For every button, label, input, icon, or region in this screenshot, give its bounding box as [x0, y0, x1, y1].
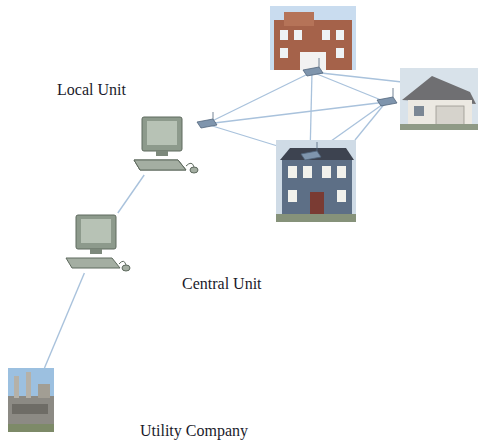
office-building — [270, 6, 356, 70]
unit-label: Central Unit — [182, 275, 262, 293]
wireless-router — [197, 58, 397, 160]
unit-node: Central Unit — [64, 213, 130, 273]
house — [276, 140, 356, 222]
power-plant — [8, 368, 54, 432]
computer-icon — [134, 117, 198, 173]
unit-label: Local Unit — [57, 81, 126, 99]
link-line — [44, 273, 84, 368]
house — [400, 68, 478, 130]
link-line — [118, 175, 144, 213]
unit-label: Utility Company — [140, 422, 248, 440]
unit-node: Local Unit — [130, 115, 200, 175]
computer-icon — [66, 215, 130, 271]
unit-node: Utility Company — [8, 368, 54, 432]
